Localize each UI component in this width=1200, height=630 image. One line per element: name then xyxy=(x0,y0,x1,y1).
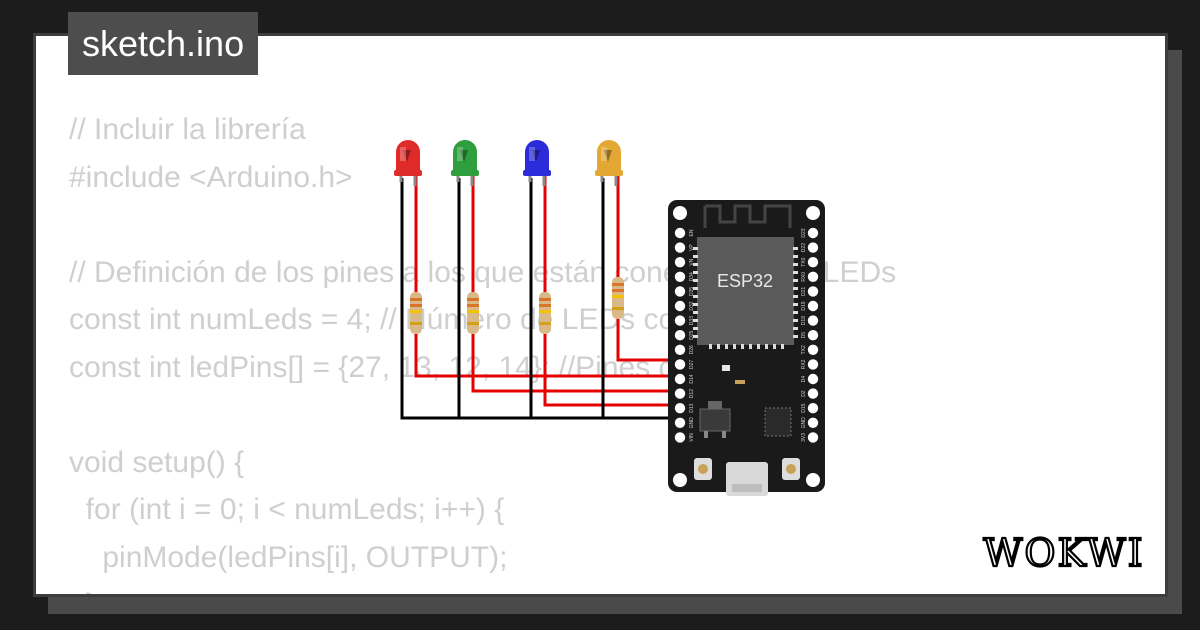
pin-label: GND xyxy=(801,417,807,429)
ground-wire xyxy=(400,178,676,420)
pin-label: D13 xyxy=(689,403,695,412)
chip-label: ESP32 xyxy=(717,271,773,291)
left-pin-header xyxy=(674,227,686,443)
pin-gnd-right[interactable] xyxy=(807,417,819,428)
signal-wire xyxy=(471,175,676,393)
led-green[interactable] xyxy=(451,140,479,186)
boot-button[interactable] xyxy=(782,458,800,480)
pin-d33-left[interactable] xyxy=(674,315,686,326)
wires xyxy=(400,175,676,420)
brand-name: WOKWI xyxy=(983,531,1144,575)
led-yellow[interactable] xyxy=(595,140,623,186)
pin-d18-right[interactable] xyxy=(807,315,819,326)
pin-d26-left[interactable] xyxy=(674,344,686,355)
code-line: void setup() { xyxy=(69,445,245,479)
led-red[interactable] xyxy=(394,140,422,186)
pin-gnd-left[interactable] xyxy=(674,417,686,428)
pin-label: D35 xyxy=(689,287,695,296)
led-blue[interactable] xyxy=(523,140,551,186)
resistor xyxy=(612,277,624,319)
pin-label: D34 xyxy=(689,272,695,281)
pin-label: D22 xyxy=(801,243,807,252)
pin-label: D25 xyxy=(689,330,695,339)
pin-d23-right[interactable] xyxy=(807,227,819,239)
pin-d35-left[interactable] xyxy=(674,286,686,297)
pin-vp-left[interactable] xyxy=(674,242,686,253)
code-line: // Incluir la librería xyxy=(69,113,306,146)
pin-label: 3V3 xyxy=(801,433,807,442)
pin-label: D26 xyxy=(689,345,695,354)
code-line: for (int i = 0; i < numLeds; i++) { xyxy=(69,493,505,526)
resistor xyxy=(539,292,551,334)
pin-label: D12 xyxy=(689,389,695,398)
pin-label: D21 xyxy=(801,287,807,296)
pin-d34-left[interactable] xyxy=(674,271,686,282)
pin-label: VP xyxy=(689,244,695,251)
pin-label: GND xyxy=(689,417,695,429)
esp32-board: ESP32 ENVPVND34D35D32D33D25D26D27D14D12D… xyxy=(668,200,825,496)
pin-d4-right[interactable] xyxy=(807,373,819,385)
pin-3v3-right[interactable] xyxy=(807,432,819,443)
pin-label: D14 xyxy=(689,374,695,383)
signal-wire xyxy=(616,175,676,362)
pin-d22-right[interactable] xyxy=(807,242,819,253)
pin-label: D19 xyxy=(801,301,807,310)
pin-vin-left[interactable] xyxy=(674,432,686,443)
wokwi-logo: WOKWI xyxy=(982,530,1144,576)
pin-label: RX0 xyxy=(801,272,807,282)
pin-label: D18 xyxy=(801,316,807,325)
pin-d14-left[interactable] xyxy=(674,373,686,385)
signal-wire xyxy=(414,175,676,378)
code-editor: // Incluir la librería #include <Arduino.… xyxy=(69,106,896,594)
pin-en-left[interactable] xyxy=(674,227,686,239)
pin-tx0-right[interactable] xyxy=(807,257,819,268)
preview-panel: // Incluir la librería #include <Arduino.… xyxy=(33,33,1168,597)
pin-rx2-right[interactable] xyxy=(807,359,819,370)
resistor xyxy=(467,292,479,334)
pin-label: D4 xyxy=(801,376,807,383)
pin-label: RX2 xyxy=(801,359,807,369)
pin-label: D32 xyxy=(689,301,695,310)
pin-label: D23 xyxy=(801,228,807,237)
pin-label: D27 xyxy=(689,360,695,369)
pin-label: VIN xyxy=(689,433,695,442)
pin-label: VN xyxy=(689,258,695,265)
pin-d21-right[interactable] xyxy=(807,286,819,297)
pin-tx2-right[interactable] xyxy=(807,344,819,355)
right-pin-header xyxy=(807,227,819,443)
pin-label: D33 xyxy=(689,316,695,325)
signal-wire xyxy=(543,175,676,407)
leds xyxy=(394,140,623,186)
pin-d2-right[interactable] xyxy=(807,388,819,399)
file-tab[interactable]: sketch.ino xyxy=(68,12,259,75)
resistor xyxy=(410,292,422,334)
pin-d15-right[interactable] xyxy=(807,403,819,414)
pin-d25-left[interactable] xyxy=(674,330,686,341)
pin-label: TX0 xyxy=(801,257,807,266)
pin-d13-left[interactable] xyxy=(674,403,686,414)
code-line: pinMode(ledPins[i], OUTPUT); xyxy=(69,540,508,574)
pin-label: D15 xyxy=(801,403,807,412)
pin-d32-left[interactable] xyxy=(674,300,686,312)
pin-rx0-right[interactable] xyxy=(807,271,819,282)
pin-d12-left[interactable] xyxy=(674,388,686,399)
pin-d27-left[interactable] xyxy=(674,359,686,370)
pin-d5-right[interactable] xyxy=(807,330,819,341)
reset-button[interactable] xyxy=(694,458,712,480)
pin-d19-right[interactable] xyxy=(807,300,819,312)
pin-vn-left[interactable] xyxy=(674,257,686,268)
resistors xyxy=(410,277,624,334)
pin-label: D5 xyxy=(801,332,807,339)
code-line: } xyxy=(69,581,896,594)
code-line: #include <Arduino.h> xyxy=(69,160,353,194)
pin-label: TX2 xyxy=(801,345,807,354)
pin-label: EN xyxy=(689,229,695,236)
pin-label: D2 xyxy=(801,390,807,397)
